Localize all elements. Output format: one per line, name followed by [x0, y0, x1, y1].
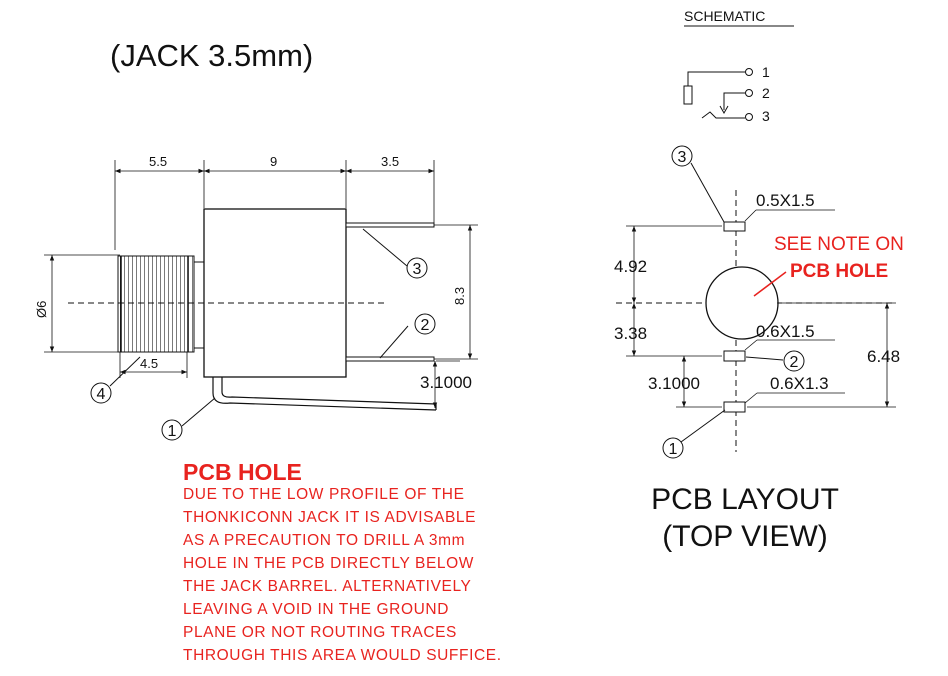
pcb-layout-subtitle: (TOP VIEW) — [662, 520, 828, 553]
pcb-callout-circle-3 — [671, 145, 693, 167]
pcb-callout-circle-2 — [783, 350, 805, 372]
pcb-callout-circle-1 — [662, 437, 684, 459]
callout-4: 4 — [97, 386, 106, 403]
leader-1 — [181, 397, 216, 427]
pcb-callout-2: 2 — [790, 354, 799, 371]
note-line-2: THONKICONN JACK IT IS ADVISABLE — [183, 509, 477, 526]
schematic-pin1: 1 — [762, 64, 770, 80]
jack-body — [203, 208, 347, 378]
schematic: SCHEMATIC 1 2 3 — [683, 8, 794, 124]
dim-label-3-38: 3.38 — [614, 324, 647, 343]
note-line-4: HOLE IN THE PCB DIRECTLY BELOW — [183, 555, 475, 572]
schematic-label: SCHEMATIC — [684, 8, 765, 24]
pcb-layout-title: PCB LAYOUT — [651, 483, 839, 516]
pcb-callout-3: 3 — [678, 149, 687, 166]
leader-3 — [362, 228, 408, 267]
pcb-layout-drawing: 4.92 3.38 3.1000 6.48 0.5X1.5 0.6X1.5 0.… — [614, 145, 904, 553]
callout-2: 2 — [421, 317, 430, 334]
dim-label-4-5: 4.5 — [140, 356, 158, 371]
pin-2 — [345, 356, 435, 362]
note-line-5: THE JACK BARREL. ALTERNATIVELY — [183, 578, 472, 595]
pcb-hole-ref-text: PCB HOLE — [790, 261, 888, 282]
dim-label-diameter: Ø6 — [34, 301, 49, 318]
pcb-leader-3 — [690, 162, 725, 223]
schematic-switch-arrow — [719, 105, 729, 115]
pcb-leader-1 — [680, 409, 726, 443]
callout-circle-4 — [90, 382, 112, 404]
pad-2 — [723, 350, 746, 362]
schematic-wire-1 — [687, 71, 745, 86]
pin-3 — [345, 222, 435, 228]
dim-label-5-5: 5.5 — [149, 154, 167, 169]
pad-1-size: 0.6X1.3 — [770, 374, 829, 393]
schematic-pin3-dot — [745, 113, 753, 121]
dim-label-9: 9 — [270, 154, 277, 169]
dim-label-6-48: 6.48 — [867, 347, 900, 366]
schematic-wire-2 — [723, 92, 745, 110]
pad-1 — [723, 401, 746, 413]
schematic-wire-3 — [701, 111, 745, 119]
pcb-leader-2 — [745, 356, 784, 361]
callout-circle-3 — [406, 257, 428, 279]
note-line-3: AS A PRECAUTION TO DRILL A 3mm — [183, 532, 466, 549]
leader-4 — [109, 356, 141, 387]
pin-1-leg — [212, 377, 437, 411]
thread-barrel — [117, 255, 195, 353]
callout-circle-1 — [161, 419, 183, 441]
see-note-text: SEE NOTE ON — [774, 234, 904, 255]
leader-2 — [379, 325, 409, 359]
dim-label-8-3: 8.3 — [452, 287, 467, 305]
page-title: (JACK 3.5mm) — [110, 38, 313, 73]
dim-label-3-1000: 3.1000 — [420, 373, 472, 392]
schematic-sleeve — [683, 85, 693, 105]
pad-2-size: 0.6X1.5 — [756, 322, 815, 341]
schematic-pin1-dot — [745, 68, 753, 76]
note-line-7: PLANE OR NOT ROUTING TRACES — [183, 624, 458, 641]
side-view-drawing: 5.5 9 3.5 Ø6 8.3 3.1000 — [34, 154, 478, 441]
callout-circle-2 — [414, 313, 436, 335]
callout-3: 3 — [413, 261, 422, 278]
note-line-8: THROUGH THIS AREA WOULD SUFFICE. — [183, 647, 502, 664]
pad-3 — [723, 221, 746, 232]
pcb-callout-1: 1 — [669, 441, 678, 458]
pad-3-size: 0.5X1.5 — [756, 191, 815, 210]
schematic-pin3: 3 — [762, 108, 770, 124]
schematic-pin2-dot — [745, 89, 753, 97]
dim-label-3-5: 3.5 — [381, 154, 399, 169]
schematic-pin2: 2 — [762, 85, 770, 101]
note-line-1: DUE TO THE LOW PROFILE OF THE — [183, 486, 465, 503]
see-note-leader — [753, 271, 787, 297]
note-line-6: LEAVING A VOID IN THE GROUND — [183, 601, 450, 618]
barrel-collar — [193, 261, 205, 349]
callout-1: 1 — [168, 423, 177, 440]
dim-label-pcb-3-1000: 3.1000 — [648, 374, 700, 393]
dim-label-4-92: 4.92 — [614, 257, 647, 276]
pcb-hole-heading: PCB HOLE — [183, 459, 302, 485]
